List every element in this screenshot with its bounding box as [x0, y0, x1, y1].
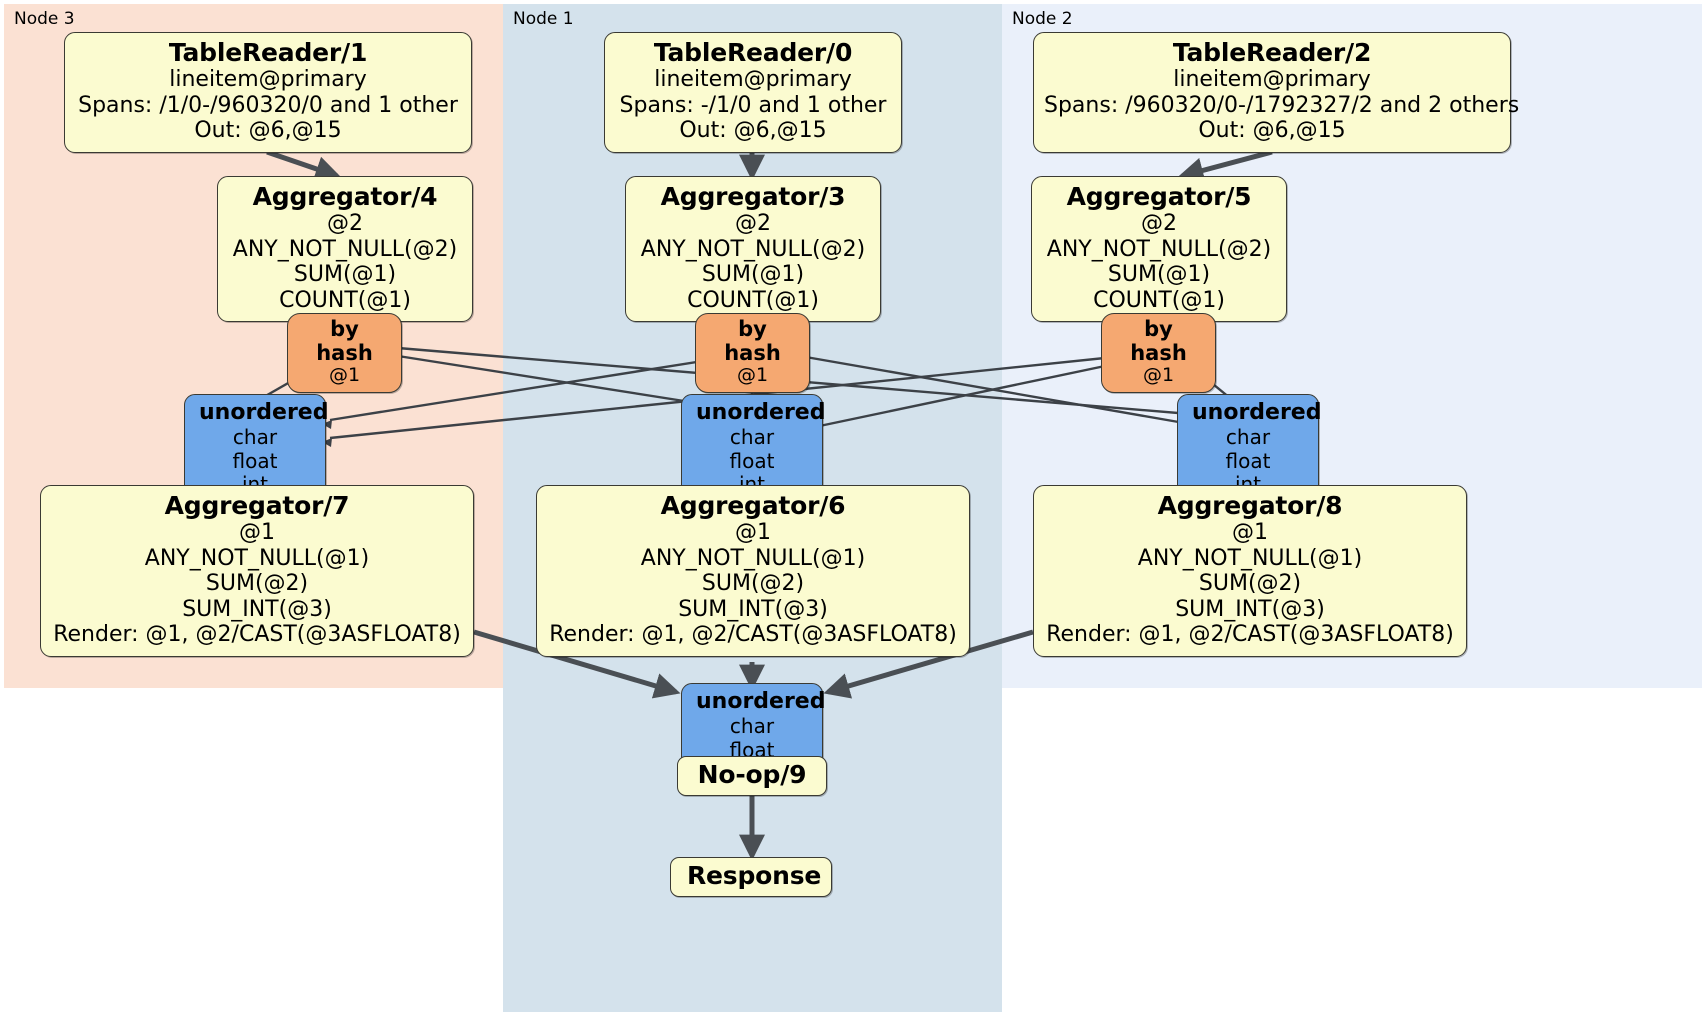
by-hash-center-title: by hash: [724, 317, 781, 366]
aggregator-4-line-0: @2: [327, 211, 363, 236]
router-by-hash-center[interactable]: by hash @1: [695, 313, 810, 394]
aggregator-7-line-4: Render: @1, @2/CAST(@3ASFLOAT8): [53, 622, 461, 648]
aggregator-7-title: Aggregator/7: [164, 491, 350, 520]
tablereader-0-line-0: lineitem@primary: [654, 67, 852, 92]
synchronizer-unordered-final[interactable]: unordered char float: [681, 683, 826, 771]
aggregator-3-line-2: SUM(@1): [701, 262, 805, 288]
aggregator-5-line-1: ANY_NOT_NULL(@2): [1046, 236, 1272, 262]
processor-tablereader-2[interactable]: TableReader/2 lineitem@primary Spans: /9…: [1033, 32, 1520, 153]
aggregator-8-line-2: SUM(@2): [1198, 571, 1302, 597]
aggregator-5-line-0: @2: [1141, 211, 1177, 236]
processor-aggregator-5[interactable]: Aggregator/5 @2 ANY_NOT_NULL(@2) SUM(@1)…: [1031, 176, 1287, 323]
panel-node-2-label: Node 2: [1012, 9, 1073, 29]
unordered-final-line-1: float: [729, 737, 775, 762]
aggregator-3-line-3: COUNT(@1): [687, 287, 819, 313]
tablereader-1-line-2: Out: @6,@15: [194, 118, 342, 144]
processor-response[interactable]: Response: [670, 857, 832, 897]
router-by-hash-right[interactable]: by hash @1: [1101, 313, 1216, 394]
unordered-center-line-1: float: [729, 448, 775, 473]
unordered-right-title: unordered: [1192, 400, 1322, 425]
aggregator-7-line-2: SUM(@2): [205, 571, 309, 597]
processor-aggregator-6[interactable]: Aggregator/6 @1 ANY_NOT_NULL(@1) SUM(@2)…: [536, 485, 970, 657]
aggregator-6-line-2: SUM(@2): [701, 571, 805, 597]
aggregator-4-title: Aggregator/4: [252, 182, 438, 211]
aggregator-8-line-3: SUM_INT(@3): [1175, 596, 1325, 622]
aggregator-8-line-0: @1: [1232, 520, 1268, 545]
aggregator-7-line-3: SUM_INT(@3): [182, 596, 332, 622]
processor-aggregator-4[interactable]: Aggregator/4 @2 ANY_NOT_NULL(@2) SUM(@1)…: [217, 176, 473, 323]
tablereader-0-line-2: Out: @6,@15: [679, 118, 827, 144]
aggregator-5-title: Aggregator/5: [1066, 182, 1252, 211]
aggregator-6-line-4: Render: @1, @2/CAST(@3ASFLOAT8): [549, 622, 957, 648]
tablereader-1-line-0: lineitem@primary: [169, 67, 367, 92]
aggregator-5-line-2: SUM(@1): [1107, 262, 1211, 288]
noop-9-title: No-op/9: [697, 760, 807, 789]
tablereader-1-title: TableReader/1: [168, 38, 368, 67]
aggregator-3-line-1: ANY_NOT_NULL(@2): [640, 236, 866, 262]
panel-node-3-label: Node 3: [14, 9, 75, 29]
unordered-right-line-1: float: [1225, 448, 1271, 473]
unordered-final-title: unordered: [696, 689, 826, 714]
by-hash-left-line: @1: [328, 364, 361, 387]
processor-aggregator-8[interactable]: Aggregator/8 @1 ANY_NOT_NULL(@1) SUM(@2)…: [1033, 485, 1467, 657]
aggregator-3-line-0: @2: [735, 211, 771, 236]
unordered-left-line-0: char: [232, 424, 278, 449]
processor-noop-9[interactable]: No-op/9: [677, 756, 827, 796]
processor-aggregator-3[interactable]: Aggregator/3 @2 ANY_NOT_NULL(@2) SUM(@1)…: [625, 176, 881, 323]
unordered-final-line-0: char: [729, 713, 775, 738]
aggregator-4-line-3: COUNT(@1): [279, 287, 411, 313]
aggregator-6-line-3: SUM_INT(@3): [678, 596, 828, 622]
aggregator-3-title: Aggregator/3: [660, 182, 846, 211]
response-title: Response: [687, 861, 822, 890]
tablereader-2-line-1: Spans: /960320/0-/1792327/2 and 2 others: [1044, 92, 1520, 118]
unordered-left-title: unordered: [199, 400, 329, 425]
processor-aggregator-7[interactable]: Aggregator/7 @1 ANY_NOT_NULL(@1) SUM(@2)…: [40, 485, 474, 657]
aggregator-6-line-0: @1: [735, 520, 771, 545]
tablereader-2-line-2: Out: @6,@15: [1198, 118, 1346, 144]
tablereader-0-line-1: Spans: -/1/0 and 1 other: [619, 92, 887, 118]
tablereader-0-title: TableReader/0: [653, 38, 853, 67]
unordered-center-line-0: char: [729, 424, 775, 449]
unordered-center-title: unordered: [696, 400, 826, 425]
aggregator-8-line-1: ANY_NOT_NULL(@1): [1137, 545, 1363, 571]
aggregator-6-line-1: ANY_NOT_NULL(@1): [640, 545, 866, 571]
router-by-hash-left[interactable]: by hash @1: [287, 313, 402, 394]
aggregator-7-line-0: @1: [239, 520, 275, 545]
tablereader-1-line-1: Spans: /1/0-/960320/0 and 1 other: [78, 92, 458, 118]
by-hash-right-title: by hash: [1130, 317, 1187, 366]
by-hash-center-line: @1: [736, 364, 769, 387]
aggregator-5-line-3: COUNT(@1): [1093, 287, 1225, 313]
aggregator-4-line-2: SUM(@1): [293, 262, 397, 288]
by-hash-right-line: @1: [1142, 364, 1175, 387]
by-hash-left-title: by hash: [316, 317, 373, 366]
aggregator-4-line-1: ANY_NOT_NULL(@2): [232, 236, 458, 262]
aggregator-7-line-1: ANY_NOT_NULL(@1): [144, 545, 370, 571]
panel-node-1-label: Node 1: [513, 9, 574, 29]
tablereader-2-line-0: lineitem@primary: [1173, 67, 1371, 92]
unordered-left-line-1: float: [232, 448, 278, 473]
aggregator-8-title: Aggregator/8: [1157, 491, 1343, 520]
aggregator-8-line-4: Render: @1, @2/CAST(@3ASFLOAT8): [1046, 622, 1454, 648]
aggregator-6-title: Aggregator/6: [660, 491, 846, 520]
processor-tablereader-0[interactable]: TableReader/0 lineitem@primary Spans: -/…: [604, 32, 902, 153]
unordered-right-line-0: char: [1225, 424, 1271, 449]
tablereader-2-title: TableReader/2: [1172, 38, 1372, 67]
processor-tablereader-1[interactable]: TableReader/1 lineitem@primary Spans: /1…: [64, 32, 472, 153]
